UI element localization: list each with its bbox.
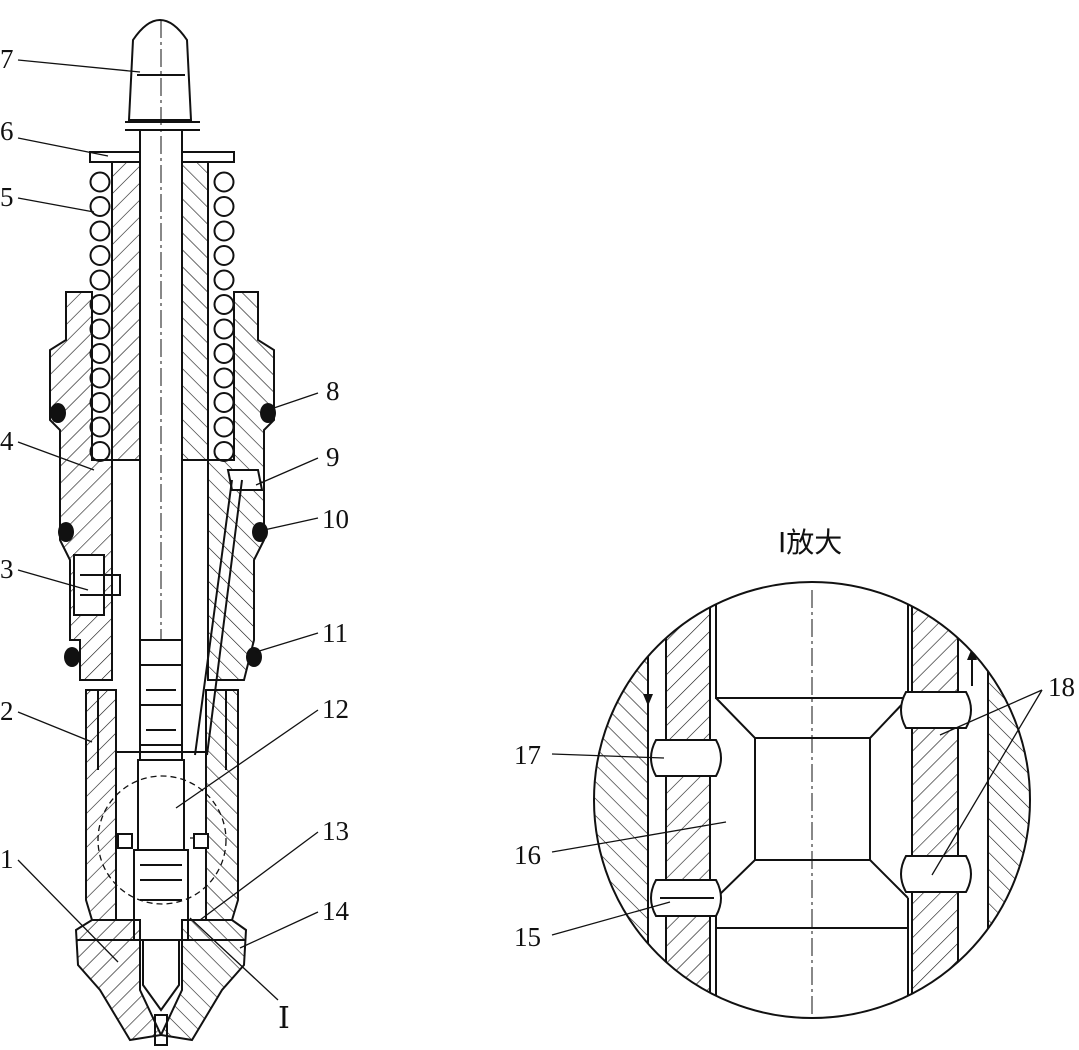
label-17: 17	[514, 740, 541, 770]
spring-coil	[213, 318, 235, 340]
label-7: 7	[0, 44, 14, 74]
spring-coil	[89, 269, 111, 291]
spring-coil	[213, 171, 235, 193]
label-12: 12	[322, 694, 349, 724]
spring-coil	[89, 392, 111, 413]
detail-marker: Ⅰ	[278, 1002, 290, 1035]
spring-coil	[213, 269, 235, 291]
spring-coil	[89, 367, 111, 389]
spring-coil	[213, 441, 235, 462]
label-3: 3	[0, 554, 14, 584]
spring-coil	[213, 416, 235, 438]
label-14: 14	[322, 896, 350, 926]
spring-coil	[89, 416, 111, 438]
detail-title: Ⅰ放大	[778, 526, 842, 559]
injector-section	[17, 19, 319, 1046]
label-18: 18	[1048, 672, 1075, 702]
spring-coil	[213, 343, 235, 364]
spring-seat	[89, 151, 235, 163]
label-13: 13	[322, 816, 349, 846]
label-1: 1	[0, 844, 14, 874]
spring-coil	[213, 196, 235, 217]
spring-coil	[89, 196, 111, 217]
spring-coil	[89, 220, 111, 242]
spring-coil	[213, 392, 235, 413]
spring-coils	[89, 171, 235, 462]
spring-coil	[89, 318, 111, 340]
spring-coil	[89, 343, 111, 364]
label-10: 10	[322, 504, 349, 534]
spring-coil	[213, 294, 235, 315]
label-9: 9	[326, 442, 340, 472]
spring-coil	[213, 245, 235, 266]
spring-coil	[89, 441, 111, 462]
label-6: 6	[0, 116, 14, 146]
leader-lines	[17, 59, 319, 1001]
part-labels: 7 6 5 8 4 9 10 3 11 2 12 13 1 14 Ⅰ Ⅰ放大 1…	[0, 44, 1075, 1035]
label-11: 11	[322, 618, 348, 648]
label-16: 16	[514, 840, 541, 870]
o-rings	[50, 403, 276, 667]
label-8: 8	[326, 376, 340, 406]
spring-coil	[89, 171, 111, 193]
plunger-lower	[133, 639, 189, 1046]
label-2: 2	[0, 696, 14, 726]
inner-sleeve	[111, 161, 209, 461]
label-4: 4	[0, 426, 14, 456]
spring-coil	[89, 294, 111, 315]
detail-view	[551, 581, 1043, 1019]
label-15: 15	[514, 922, 541, 952]
spring-coil	[213, 220, 235, 242]
spring-coil	[213, 367, 235, 389]
spring-coil	[89, 245, 111, 266]
label-5: 5	[0, 182, 14, 212]
